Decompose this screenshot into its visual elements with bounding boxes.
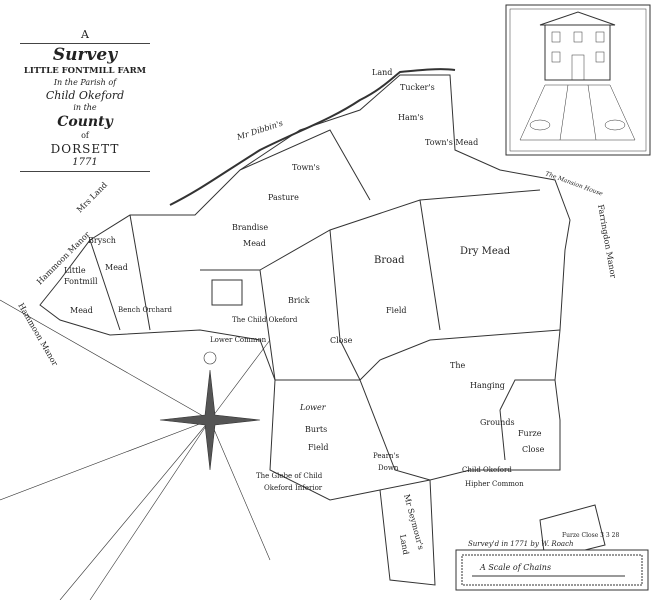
cartouche-county: County [57, 113, 113, 130]
label-farringdon-manor: Farringdon Manor [596, 204, 618, 279]
fleur-de-lis-icon [203, 351, 217, 365]
cartouche-survey: Survey [52, 45, 118, 65]
compass-rose [0, 299, 271, 600]
label-furze: Furze [518, 429, 542, 438]
label-dibbins: Mr Dibbin's [235, 119, 284, 143]
label-fontmill: Fontmill [64, 277, 98, 286]
label-the: The [450, 361, 465, 370]
cartouche-farm: LITTLE FONTMILL FARM [23, 66, 147, 76]
label-furze-close-area: Furze Close 3 3 28 [562, 532, 619, 539]
label-brandise-mead: Mead [243, 239, 266, 248]
cartouche-of: of [81, 130, 89, 140]
label-pasture: Pasture [268, 193, 299, 202]
label-broad-field: Field [386, 306, 407, 315]
label-burts: Burts [305, 425, 327, 434]
cartouche-year: 1771 [72, 156, 98, 168]
label-burts-field: Field [308, 443, 329, 452]
label-glebe-2: Okeford Inferior [264, 484, 323, 492]
river [169, 68, 456, 206]
label-brysch: Brysch [88, 236, 116, 245]
cartouche-parish: In the Parish of [53, 77, 117, 87]
label-hipher-common: Hipher Common [465, 480, 524, 488]
label-dry-mead: Dry Mead [460, 246, 511, 257]
label-towns: Town's [292, 163, 320, 172]
label-tuckers: Tucker's [400, 83, 435, 92]
scale-bar [455, 549, 649, 591]
label-broad: Broad [374, 255, 405, 266]
scale-title: A Scale of Chains [479, 563, 551, 572]
cartouche-in-the: in the [73, 102, 97, 112]
label-brick: Brick [288, 296, 310, 305]
label-hams: Ham's [398, 113, 424, 122]
label-child-okeford: Child Okeford [462, 466, 512, 474]
title-cartouche: A Survey LITTLE FONTMILL FARM In the Par… [20, 26, 150, 175]
label-pearns: Pearn's [373, 452, 399, 460]
label-hammoon-manor-2: Hammoon Manor [16, 302, 59, 368]
label-down: Down [378, 464, 399, 472]
label-towns-mead: Town's Mead [425, 138, 478, 147]
label-grounds: Grounds [480, 418, 515, 427]
label-seymour-land: Land [398, 534, 410, 556]
label-bench-orchard: Bench Orchard [118, 306, 172, 314]
cartouche-child-okeford: Child Okeford [45, 88, 125, 102]
surveyed-note: Survey'd in 1771 by W. Roach [468, 540, 574, 548]
cartouche-dorsett: DORSETT [50, 141, 120, 156]
label-little: Little [64, 266, 86, 275]
label-furze-close: Close [522, 445, 545, 454]
label-lower: Lower [299, 403, 327, 412]
label-the-child-okeford: The Child Okeford [232, 316, 298, 324]
label-hanging: Hanging [470, 381, 505, 390]
label-land-top: Land [372, 68, 392, 77]
label-brysch-mead: Mead [105, 263, 128, 272]
label-mansion-house: The Mansion House [544, 170, 604, 197]
mansion-inset [505, 4, 651, 156]
label-lower-common: Lower Common [210, 336, 267, 344]
label-mrs-land: Mrs Land [75, 180, 109, 214]
orchard-garden [211, 279, 243, 306]
cartouche-a: A [81, 28, 89, 41]
label-close: Close [330, 336, 353, 345]
label-little-mead: Mead [70, 306, 93, 315]
label-brandise: Brandise [232, 223, 268, 232]
field-boundaries [39, 68, 606, 586]
label-glebe-1: The Glebe of Child [256, 472, 323, 480]
